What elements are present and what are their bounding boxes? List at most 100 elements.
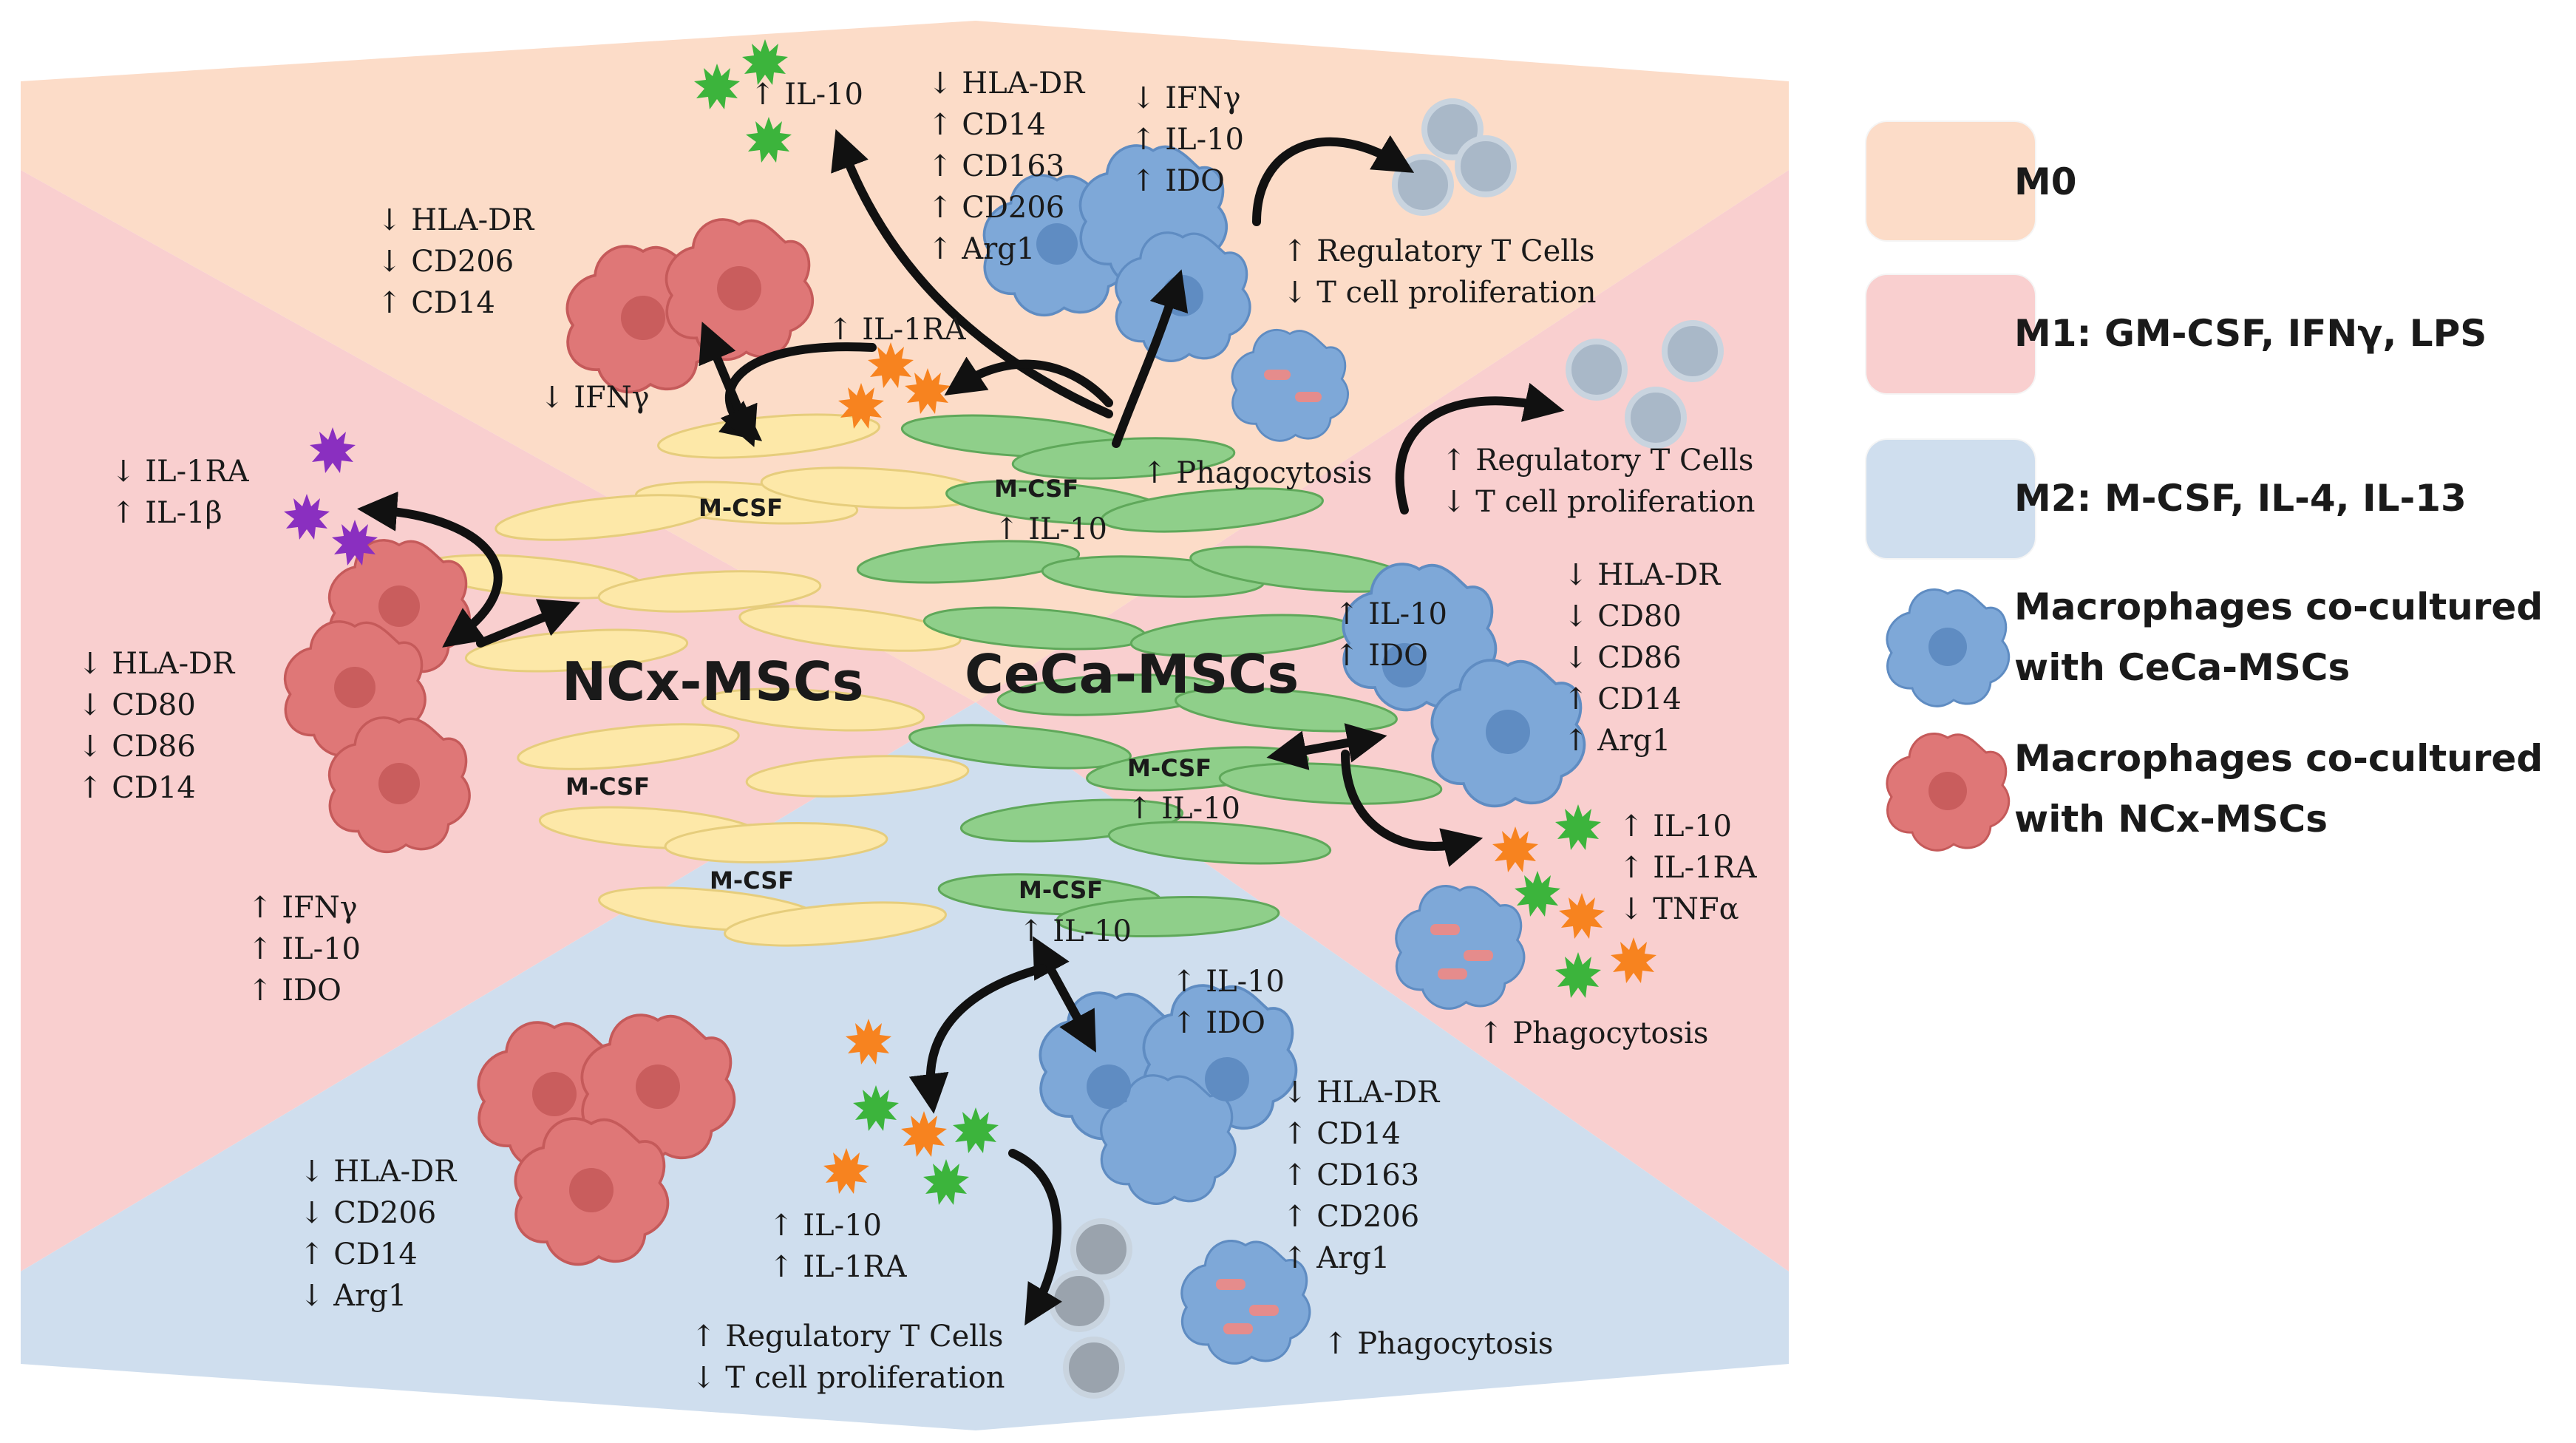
- tcell-prolif-label: ↓ T cell proliferation: [691, 1361, 1005, 1395]
- marker-label: ↓ HLA-DR: [78, 647, 235, 681]
- blue-macrophage-cluster-m2: [1039, 984, 1298, 1205]
- m0-il1ra-label: ↑ IL-1RA: [828, 313, 966, 347]
- cytokine-label: ↑ IL-10: [1334, 597, 1448, 631]
- m0-phagocytosis-label: ↑ Phagocytosis: [1142, 456, 1373, 490]
- legend-red-macrophage-icon: [1886, 732, 2011, 852]
- red-macrophage-cluster-m2: [477, 1014, 736, 1266]
- t-cells: [1048, 98, 1724, 1399]
- mcsf-label-ncx-mid: M-CSF: [565, 773, 650, 801]
- legend-line: with CeCa-MSCs: [2014, 646, 2351, 689]
- cytokine-label: ↑ IL-10: [769, 1209, 883, 1243]
- m1-left-marker-list: ↓ HLA-DR ↓ CD80 ↓ CD86 ↑ CD14: [78, 643, 234, 809]
- marker-label: ↓ HLA-DR: [377, 203, 534, 237]
- marker-label: ↓ HLA-DR: [928, 67, 1085, 101]
- m2-treg-effect: ↑ Regulatory T Cells ↓ T cell proliferat…: [691, 1316, 1005, 1399]
- marker-label: ↓ CD206: [377, 245, 514, 279]
- m0-il10-label: ↑ IL-10: [750, 78, 864, 112]
- marker-label: ↑ CD14: [377, 286, 495, 320]
- mcsf-label-ceca-top: M-CSF: [994, 475, 1079, 503]
- legend-label-ceca-macrophages: Macrophages co-cultured with CeCa-MSCs: [2014, 577, 2543, 698]
- cytokine-label: ↓ IL-1RA: [111, 455, 249, 489]
- m2-phagocytosis-label: ↑ Phagocytosis: [1323, 1327, 1554, 1361]
- marker-label: ↑ Arg1: [1563, 724, 1671, 758]
- arrow-m0-red-msc-bidirectional: [699, 322, 758, 447]
- m1-left-cytokine-list: ↓ IL-1RA ↑ IL-1β: [111, 451, 249, 534]
- m1-right-phagocytosis-label: ↑ Phagocytosis: [1478, 1016, 1709, 1050]
- phagocytic-macrophage-m1: [1395, 885, 1526, 1010]
- arrow-m0-ceca-to-il10: [831, 129, 1113, 418]
- m2-secreted-list: ↑ IL-10 ↑ IL-1RA: [769, 1205, 907, 1288]
- treg-label: ↑ Regulatory T Cells: [1282, 234, 1595, 268]
- mcsf-label-ncx-bottom: M-CSF: [710, 866, 795, 894]
- marker-label: ↓ HLA-DR: [1563, 558, 1721, 592]
- arrow-m0-bluecells-to-tcells: [1252, 135, 1415, 226]
- arrow-m0-msc-to-bluecells: [1112, 269, 1189, 448]
- treg-label: ↑ Regulatory T Cells: [691, 1320, 1004, 1354]
- m1-right-secreted-list: ↑ IL-10 ↑ IL-1RA ↓ TNFα: [1619, 806, 1757, 930]
- marker-label: ↓ CD206: [299, 1196, 437, 1230]
- arrow-m2-msc-bidirectional: [1033, 936, 1096, 1053]
- marker-label: ↑ CD14: [299, 1237, 418, 1271]
- cytokine-label: ↑ IL-1RA: [1619, 851, 1757, 885]
- legend-label-m2: M2: M-CSF, IL-4, IL-13: [2014, 477, 2467, 520]
- m0-ncx-marker-list: ↓ HLA-DR ↓ CD206 ↑ CD14: [377, 200, 534, 324]
- marker-label: ↓ CD86: [78, 730, 196, 764]
- cytokine-label: ↑ IFNγ: [248, 891, 358, 925]
- m1-right-treg-effect: ↑ Regulatory T Cells ↓ T cell proliferat…: [1441, 440, 1756, 523]
- cytokine-label: ↑ IDO: [1334, 639, 1428, 673]
- legend-line: Macrophages co-cultured: [2014, 737, 2543, 780]
- m1-left-secreted-list: ↑ IFNγ ↑ IL-10 ↑ IDO: [248, 887, 361, 1011]
- arrow-m0-msc-to-il1ra: [944, 356, 1113, 407]
- m0-treg-effect: ↑ Regulatory T Cells ↓ T cell proliferat…: [1282, 231, 1597, 313]
- legend-swatch-m1: [1866, 275, 2035, 393]
- region-m2: [21, 702, 1789, 1430]
- legend-line: with NCx-MSCs: [2014, 798, 2328, 841]
- legend-line: Macrophages co-cultured: [2014, 585, 2543, 628]
- marker-label: ↑ CD163: [928, 149, 1065, 183]
- arrow-m1-right-bluecells-to-tcells: [1395, 382, 1565, 515]
- cytokine-label: ↑ IL-10: [1619, 809, 1733, 843]
- cytokine-label: ↑ IDO: [248, 974, 341, 1008]
- cytokine-label: ↑ IL-10: [1172, 965, 1285, 999]
- m2-ceca-cytokine-list: ↑ IL-10 ↑ IDO: [1172, 961, 1285, 1044]
- ceca-macrophages: [982, 144, 1586, 1365]
- tcell-prolif-label: ↓ T cell proliferation: [1282, 276, 1597, 310]
- marker-label: ↓ CD80: [78, 688, 196, 722]
- cytokine-label: ↓ IFNγ: [1131, 81, 1241, 115]
- ncx-macrophages: [283, 218, 815, 1266]
- marker-label: ↑ CD14: [1563, 682, 1682, 716]
- legend-label-ncx-macrophages: Macrophages co-cultured with NCx-MSCs: [2014, 728, 2543, 849]
- legend-blue-macrophage-icon: [1886, 588, 2011, 707]
- marker-label: ↑ CD14: [78, 771, 196, 805]
- cytokine-label: ↑ IDO: [1172, 1006, 1265, 1040]
- red-macrophage-cluster-m0: [565, 218, 815, 394]
- cytokine-label: ↑ IL-10: [248, 932, 361, 966]
- blue-macrophage-cluster-m1: [1342, 563, 1586, 808]
- legend-swatch-m2: [1866, 440, 2035, 558]
- m0-ceca-cytokine-list: ↓ IFNγ ↑ IL-10 ↑ IDO: [1131, 78, 1244, 202]
- ceca-msc-title: CeCa-MSCs: [965, 643, 1299, 705]
- marker-label: ↓ CD80: [1563, 600, 1682, 634]
- marker-label: ↑ Arg1: [928, 232, 1036, 266]
- marker-label: ↑ Arg1: [1282, 1241, 1390, 1275]
- marker-label: ↓ Arg1: [299, 1279, 407, 1313]
- m1-right-marker-list: ↓ HLA-DR ↓ CD80 ↓ CD86 ↑ CD14 ↑ Arg1: [1563, 554, 1720, 761]
- m0-ifng-label: ↓ IFNγ: [540, 381, 650, 415]
- cytokine-label: ↑ IL-1RA: [769, 1250, 907, 1284]
- marker-label: ↓ HLA-DR: [299, 1155, 457, 1189]
- arrow-m1-right-to-phagocyte: [1341, 750, 1484, 867]
- mcsf-il10-label-ceca-top: ↑ IL-10: [994, 512, 1108, 546]
- marker-label: ↑ CD163: [1282, 1158, 1420, 1192]
- cytokine-label: ↑ IL-1β: [111, 496, 222, 530]
- cytokine-label: ↑ IDO: [1131, 164, 1225, 198]
- marker-label: ↓ HLA-DR: [1282, 1076, 1440, 1110]
- phagocytic-macrophage-m2: [1180, 1240, 1311, 1365]
- marker-label: ↑ CD14: [1282, 1117, 1401, 1151]
- m2-ncx-marker-list: ↓ HLA-DR ↓ CD206 ↑ CD14 ↓ Arg1: [299, 1151, 456, 1317]
- cytokine-label: ↑ IL-10: [1131, 123, 1245, 157]
- arrow-m1-right-msc-bidirectional: [1266, 723, 1387, 770]
- cytokine-label: ↓ TNFα: [1619, 892, 1739, 926]
- mcsf-il10-label-ceca-mid: ↑ IL-10: [1127, 792, 1241, 826]
